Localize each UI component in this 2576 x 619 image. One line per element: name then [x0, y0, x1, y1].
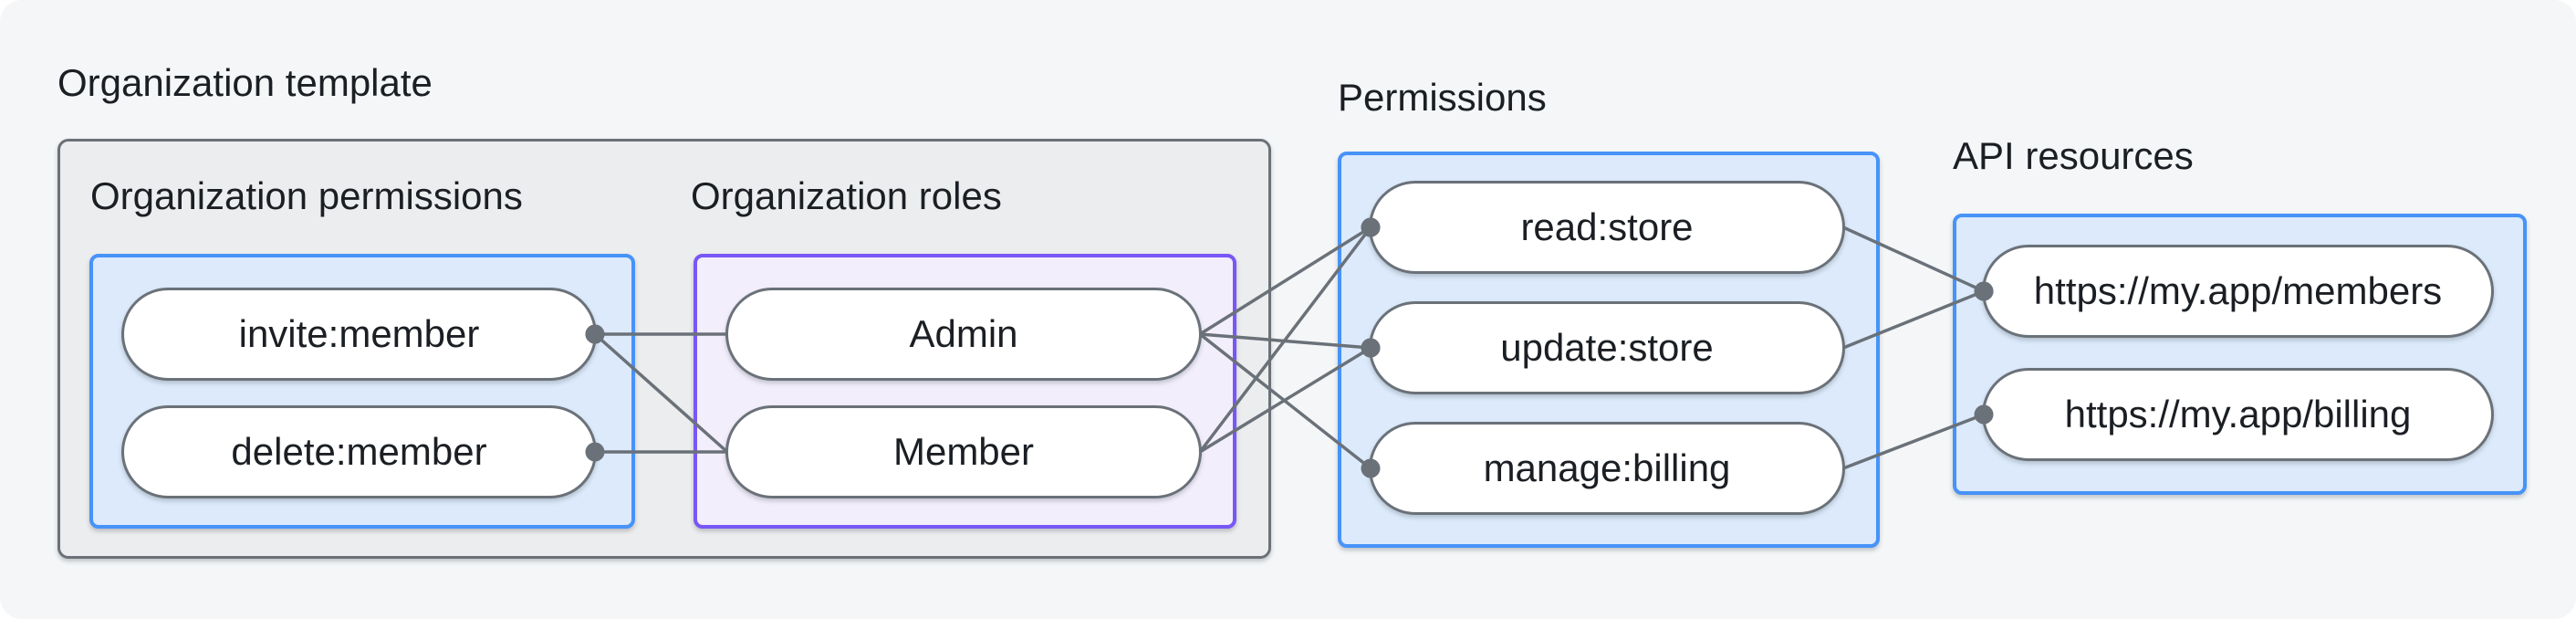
pill-delete-member: delete:member	[121, 405, 597, 498]
pill-update-store: update:store	[1369, 301, 1845, 394]
pill-member-role: Member	[725, 405, 1202, 498]
pill-billing-api-url: https://my.app/billing	[1982, 368, 2494, 461]
organization-template-title: Organization template	[57, 61, 433, 104]
pill-admin-role: Admin	[725, 288, 1202, 381]
organization-permissions-title: Organization permissions	[90, 174, 523, 217]
pill-read-store: read:store	[1369, 181, 1845, 274]
pill-members-api-url: https://my.app/members	[1982, 245, 2494, 338]
pill-manage-billing: manage:billing	[1369, 422, 1845, 515]
permissions-title: Permissions	[1338, 76, 1547, 119]
pill-invite-member: invite:member	[121, 288, 597, 381]
api-resources-title: API resources	[1953, 134, 2194, 177]
organization-roles-title: Organization roles	[691, 174, 1002, 217]
